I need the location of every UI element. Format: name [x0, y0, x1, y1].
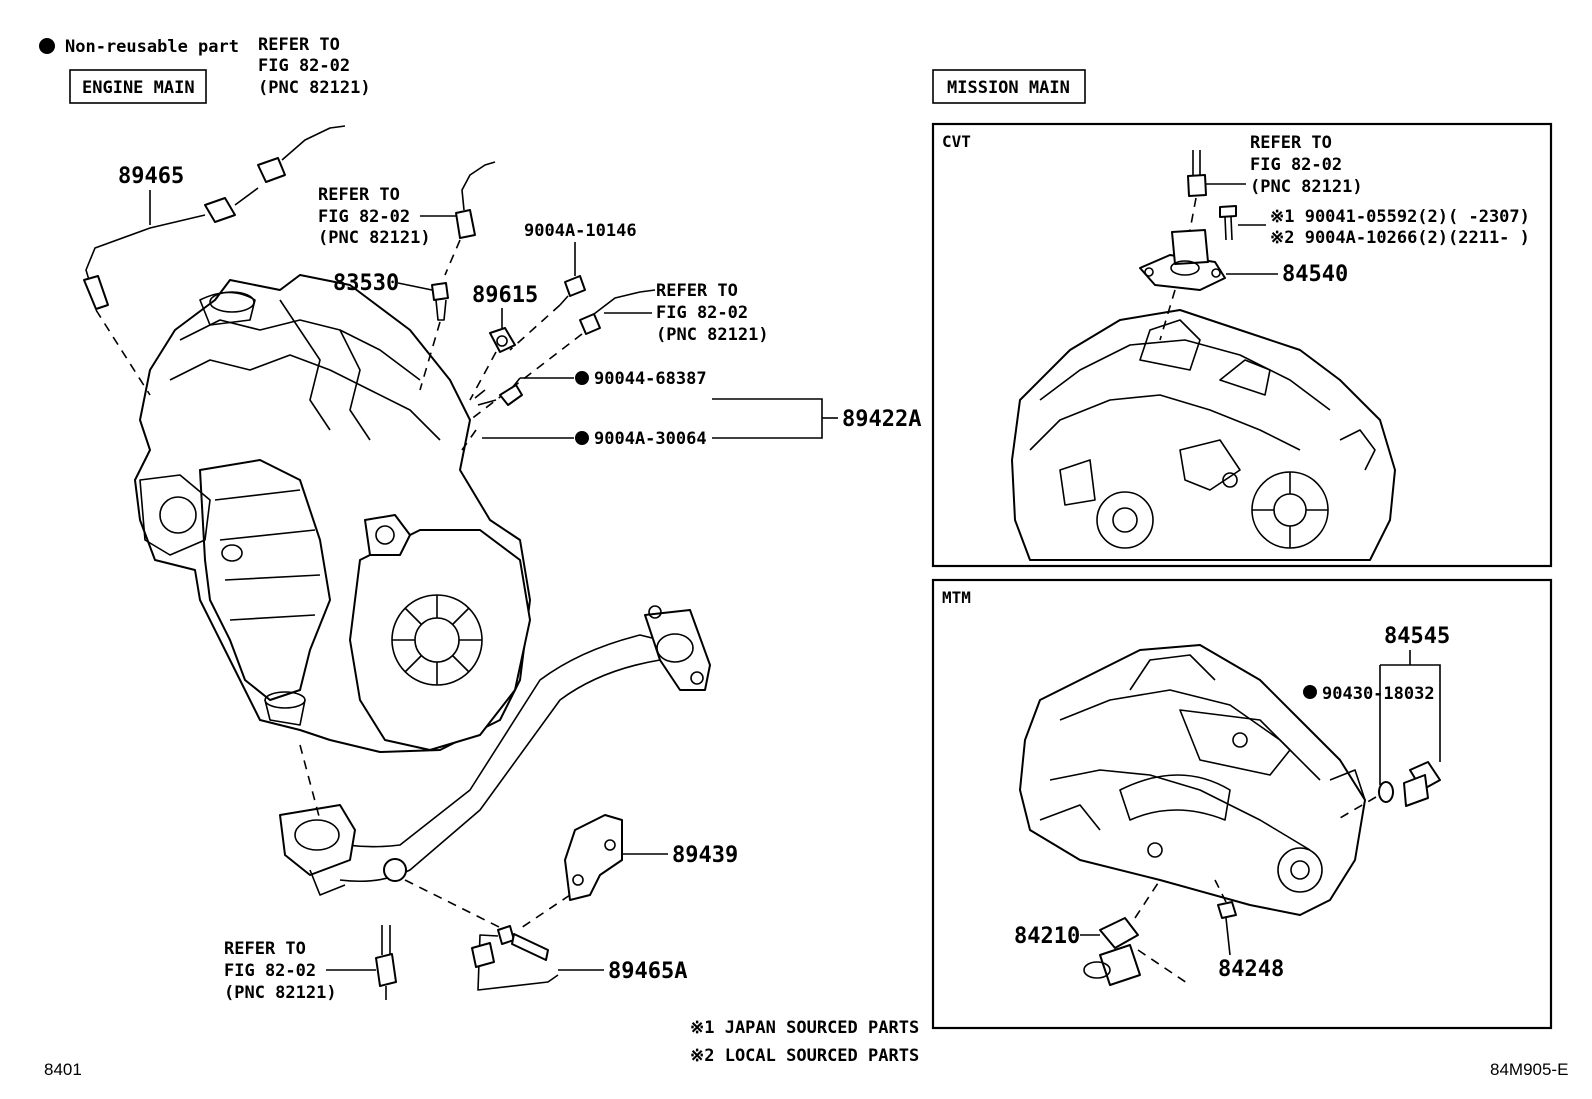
svg-text:FIG 82-02: FIG 82-02: [656, 303, 748, 323]
part-number-9004A-30064: 9004A-30064: [594, 429, 707, 449]
svg-text:REFER TO: REFER TO: [318, 185, 400, 205]
connector-right-illustration: [579, 289, 656, 335]
part-number-90044-68387: 90044-68387: [594, 369, 707, 389]
svg-text:FIG 82-02: FIG 82-02: [224, 961, 316, 981]
mtm-label: MTM: [942, 588, 971, 607]
svg-text:FIG 82-02: FIG 82-02: [318, 207, 410, 227]
footer-code-right: 84M905-E: [1490, 1060, 1568, 1079]
exhaust-pipe-illustration: [279, 605, 711, 896]
footer-code-left: 8401: [44, 1060, 82, 1079]
non-reusable-bullet-icon: [575, 431, 589, 445]
svg-text:(PNC 82121): (PNC 82121): [1250, 177, 1363, 197]
svg-text:REFER TO: REFER TO: [656, 281, 738, 301]
part-number-84210: 84210: [1014, 924, 1080, 949]
part-84210-illustration: [1083, 917, 1141, 986]
mtm-panel: [931, 578, 1553, 1030]
non-reusable-bullet-icon: [1303, 685, 1317, 699]
part-84248-illustration: [1217, 901, 1237, 919]
part-number-83530: 83530: [333, 271, 399, 296]
cvt-bolt-local: ※2 9004A-10266(2)(2211- ): [1270, 228, 1530, 248]
part-89422A-illustration: [474, 384, 523, 406]
engine-main-title: ENGINE MAIN: [82, 78, 195, 98]
note-japan-sourced: ※1 JAPAN SOURCED PARTS: [690, 1018, 919, 1038]
svg-text:(PNC 82121): (PNC 82121): [656, 325, 769, 345]
cvt-connector-illustration: [1187, 150, 1207, 197]
part-83530-illustration: [431, 282, 449, 321]
svg-text:(PNC 82121): (PNC 82121): [258, 78, 371, 98]
cvt-panel: [931, 122, 1553, 568]
connector-mid-illustration: [455, 161, 496, 239]
svg-text:(PNC 82121): (PNC 82121): [318, 228, 431, 248]
part-number-89615: 89615: [472, 283, 538, 308]
svg-text:(PNC 82121): (PNC 82121): [224, 983, 337, 1003]
cvt-bolt-illustration: [1219, 205, 1237, 241]
part-9004A-10146-illustration: [559, 275, 586, 306]
note-local-sourced: ※2 LOCAL SOURCED PARTS: [690, 1046, 919, 1066]
part-89465A-illustration: [471, 925, 559, 991]
part-number-89465: 89465: [118, 164, 184, 189]
non-reusable-bullet-icon: [39, 38, 55, 54]
part-number-89439: 89439: [672, 843, 738, 868]
non-reusable-bullet-icon: [575, 371, 589, 385]
part-89615-illustration: [489, 327, 516, 353]
mtm-transmission-illustration: [1019, 644, 1366, 916]
part-number-9004A-10146: 9004A-10146: [524, 221, 637, 241]
legend-text: Non-reusable part: [65, 37, 239, 57]
part-89465-illustration: [83, 125, 346, 310]
svg-text:REFER TO: REFER TO: [1250, 133, 1332, 153]
cvt-bolt-japan: ※1 90041-05592(2)( -2307): [1270, 207, 1530, 227]
part-number-84545: 84545: [1384, 624, 1450, 649]
svg-text:REFER TO: REFER TO: [258, 35, 340, 55]
engine-assembly-illustration: [134, 274, 531, 753]
cvt-label: CVT: [942, 132, 971, 151]
mission-main-title: MISSION MAIN: [947, 78, 1070, 98]
cvt-refer: REFER TO FIG 82-02 (PNC 82121): [1250, 133, 1363, 197]
svg-text:REFER TO: REFER TO: [224, 939, 306, 959]
part-84540-illustration: [1139, 229, 1226, 291]
part-84545-illustration: [1403, 761, 1441, 807]
refer-right: REFER TO FIG 82-02 (PNC 82121): [656, 281, 769, 345]
refer-mid: REFER TO FIG 82-02 (PNC 82121): [318, 185, 431, 248]
part-89439-illustration: [564, 814, 623, 901]
svg-text:FIG 82-02: FIG 82-02: [258, 56, 350, 76]
part-number-89422A: 89422A: [842, 407, 921, 432]
part-number-89465A: 89465A: [608, 959, 687, 984]
connector-bottom-illustration: [375, 925, 397, 1000]
part-number-84248: 84248: [1218, 957, 1284, 982]
part-number-84540: 84540: [1282, 262, 1348, 287]
cvt-transmission-illustration: [1011, 309, 1396, 561]
refer-top: REFER TO FIG 82-02 (PNC 82121): [258, 35, 371, 98]
svg-text:FIG 82-02: FIG 82-02: [1250, 155, 1342, 175]
engine-main-box: [69, 69, 207, 104]
part-number-90430-18032: 90430-18032: [1322, 684, 1435, 704]
refer-bottom: REFER TO FIG 82-02 (PNC 82121): [224, 939, 337, 1003]
part-90430-18032-illustration: [1378, 781, 1394, 803]
mission-main-box: [932, 69, 1086, 104]
